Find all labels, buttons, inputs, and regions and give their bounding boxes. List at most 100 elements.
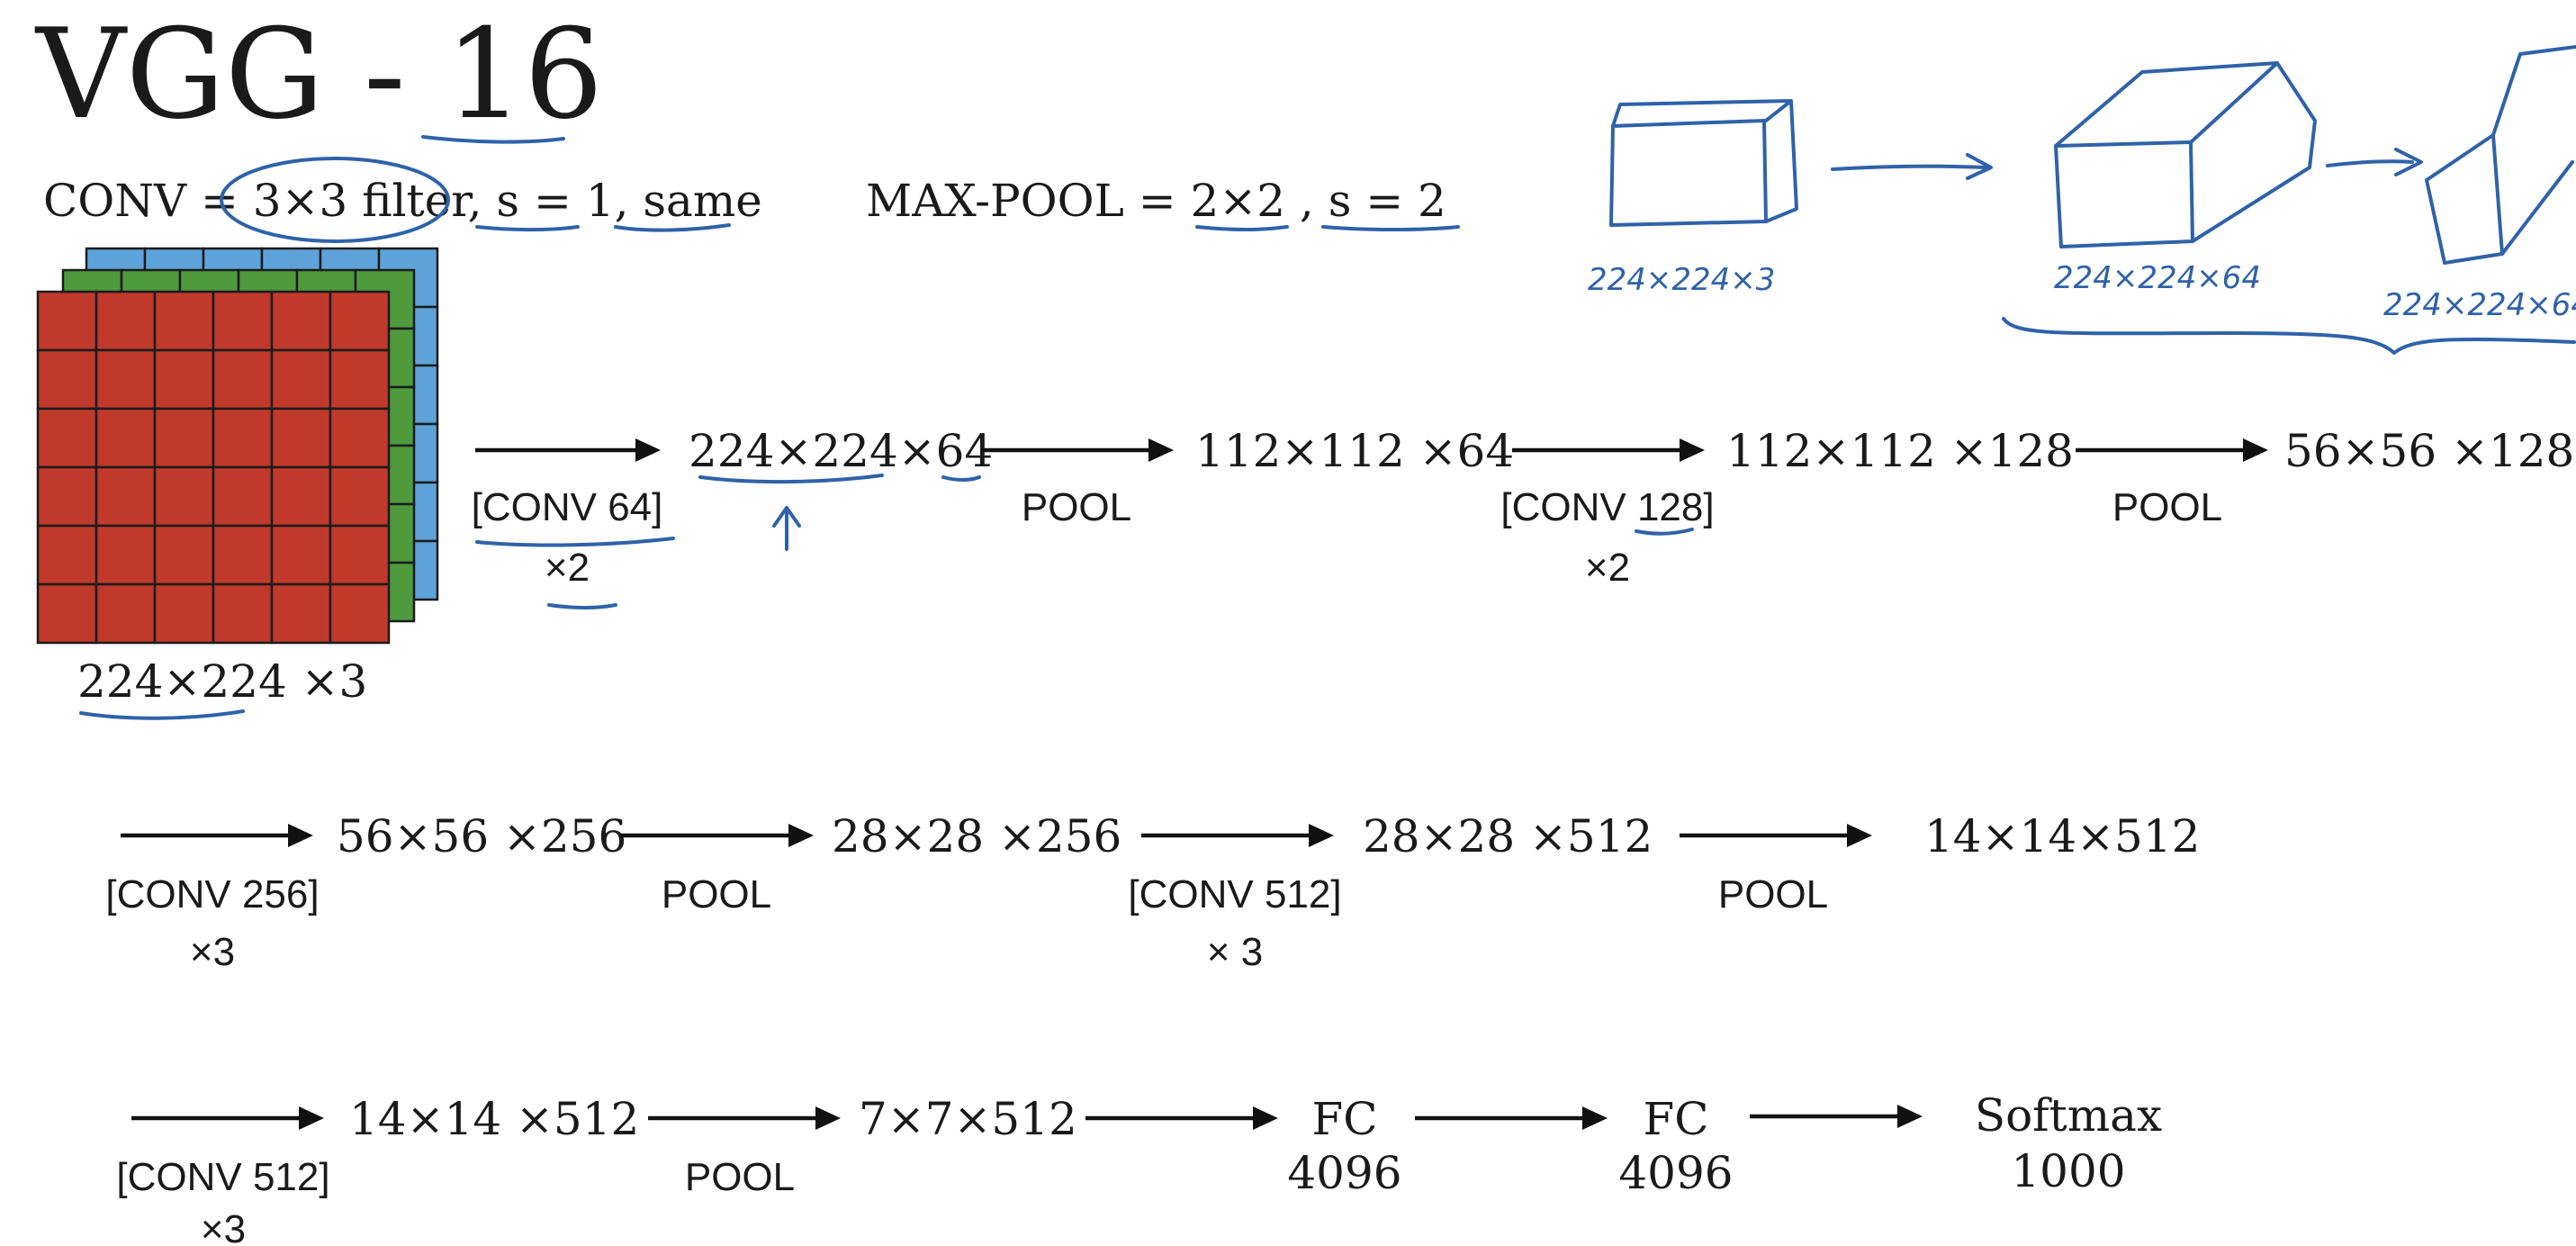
conv128-underline (1635, 528, 1694, 536)
arrow-row1-4 (2076, 438, 2268, 462)
out-56x56x256: 56×56 ×256 (337, 810, 626, 862)
fc-2-size: 4096 (1618, 1147, 1733, 1199)
grid-cell-red (95, 465, 157, 528)
out-112x112x64: 112×112 ×64 (1195, 425, 1514, 477)
title-underline (421, 135, 565, 144)
grid-cell-red (329, 290, 391, 352)
grid-cell-red (212, 465, 274, 528)
sketch-label-1: 224×224×3 (1588, 262, 1775, 298)
grid-cell-red (95, 407, 157, 469)
pool-definition: MAX-POOL = 2×2 , s = 2 (866, 175, 1446, 227)
grid-cell-red (153, 524, 215, 586)
out-224x224x64: 224×224×64 (689, 425, 993, 477)
pool-size-underline (1195, 225, 1289, 231)
sketch-brace (2002, 317, 2576, 355)
out-14x14x512-a: 14×14×512 (1924, 810, 2200, 862)
arrow-row3-3 (1085, 1106, 1278, 1130)
grid-cell-red (212, 290, 274, 352)
grid-cell-red (95, 582, 157, 645)
fc-1-size: 4096 (1287, 1147, 1401, 1199)
out-28x28x256: 28×28 ×256 (832, 810, 1121, 862)
op-conv64-repeat: ×2 (545, 546, 590, 590)
sketch-volume-3-side (2491, 45, 2576, 256)
fc-1-label: FC (1312, 1093, 1378, 1145)
op-conv512-b-repeat: ×3 (201, 1207, 246, 1246)
grid-cell-red (212, 348, 274, 411)
out-14x14x512-b: 14×14 ×512 (349, 1093, 639, 1145)
op-conv256: [CONV 256] (105, 872, 319, 916)
arrow-row3-5 (1750, 1105, 1923, 1128)
stride-underline (475, 225, 580, 231)
op-pool-1: POOL (1022, 485, 1131, 529)
op-pool-4: POOL (1718, 872, 1828, 916)
softmax-label: Softmax (1975, 1089, 2162, 1142)
out64-underline (941, 475, 981, 482)
grid-cell-red (329, 348, 391, 411)
out-56x56x128: 56×56 ×128 (2284, 425, 2574, 477)
op-conv128-repeat: ×2 (1585, 546, 1630, 590)
filter-circle (220, 157, 450, 243)
grid-cell-red (270, 407, 332, 469)
out224-underline (698, 474, 884, 484)
input-size-label: 224×224 ×3 (77, 655, 367, 708)
grid-cell-red (329, 465, 391, 528)
sketch-volume-3-front (2425, 133, 2504, 265)
grid-cell-red (95, 524, 157, 586)
sketch-volume-1-front (1609, 119, 1768, 227)
op-conv512-b: [CONV 512] (116, 1155, 329, 1199)
sketch-arrow-2 (2326, 148, 2423, 176)
grid-cell-red (270, 582, 332, 645)
op-conv256-repeat: ×3 (190, 930, 235, 974)
grid-cell-red (153, 290, 215, 352)
grid-cell-red (270, 348, 332, 411)
pool-stride-underline (1321, 225, 1460, 231)
grid-cell-red (36, 407, 98, 469)
grid-cell-red (36, 348, 98, 411)
grid-cell-red (329, 524, 391, 586)
input-underline (79, 709, 245, 720)
input-channel-red (36, 290, 391, 645)
grid-cell-red (95, 290, 157, 352)
sketch-label-3: 224×224×64 (2383, 287, 2576, 323)
grid-cell-red (153, 348, 215, 411)
grid-cell-red (36, 290, 98, 352)
op-conv64: [CONV 64] (472, 485, 663, 529)
grid-cell-red (36, 524, 98, 586)
grid-cell-red (212, 582, 274, 645)
grid-cell-red (212, 524, 274, 586)
conv64-x2-underline (547, 603, 617, 609)
grid-cell-red (153, 582, 215, 645)
grid-cell-red (153, 465, 215, 528)
grid-cell-red (212, 407, 274, 469)
arrow-row2-3 (1141, 824, 1334, 847)
grid-cell-red (153, 407, 215, 469)
arrow-row1-1 (475, 438, 661, 462)
grid-cell-red (270, 290, 332, 352)
op-conv512-a-repeat: × 3 (1207, 930, 1263, 974)
arrow-row2-4 (1680, 824, 1872, 847)
same-underline (614, 223, 731, 232)
arrow-row2-2 (621, 824, 814, 847)
arrow-row3-1 (131, 1106, 324, 1130)
up-arrow (772, 506, 801, 551)
sketch-volume-1-side (1611, 99, 1798, 223)
out-28x28x512: 28×28 ×512 (1363, 810, 1653, 862)
op-pool-2: POOL (2112, 485, 2222, 529)
arrow-row1-2 (981, 438, 1174, 462)
sketch-volume-2-front (2054, 140, 2194, 248)
grid-cell-red (36, 465, 98, 528)
arrow-row3-4 (1415, 1106, 1608, 1130)
sketch-volume-2-side (2054, 61, 2317, 243)
arrow-row3-2 (648, 1106, 841, 1130)
softmax-size: 1000 (2011, 1145, 2125, 1197)
op-conv512-a: [CONV 512] (1128, 872, 1341, 916)
conv64-underline (475, 537, 675, 547)
arrow-row2-1 (121, 824, 313, 847)
op-pool-5: POOL (685, 1155, 795, 1199)
sketch-arrow-1 (1831, 153, 1993, 180)
grid-cell-red (329, 407, 391, 469)
grid-cell-red (270, 465, 332, 528)
op-pool-3: POOL (662, 872, 771, 916)
arrow-row1-3 (1512, 438, 1705, 462)
